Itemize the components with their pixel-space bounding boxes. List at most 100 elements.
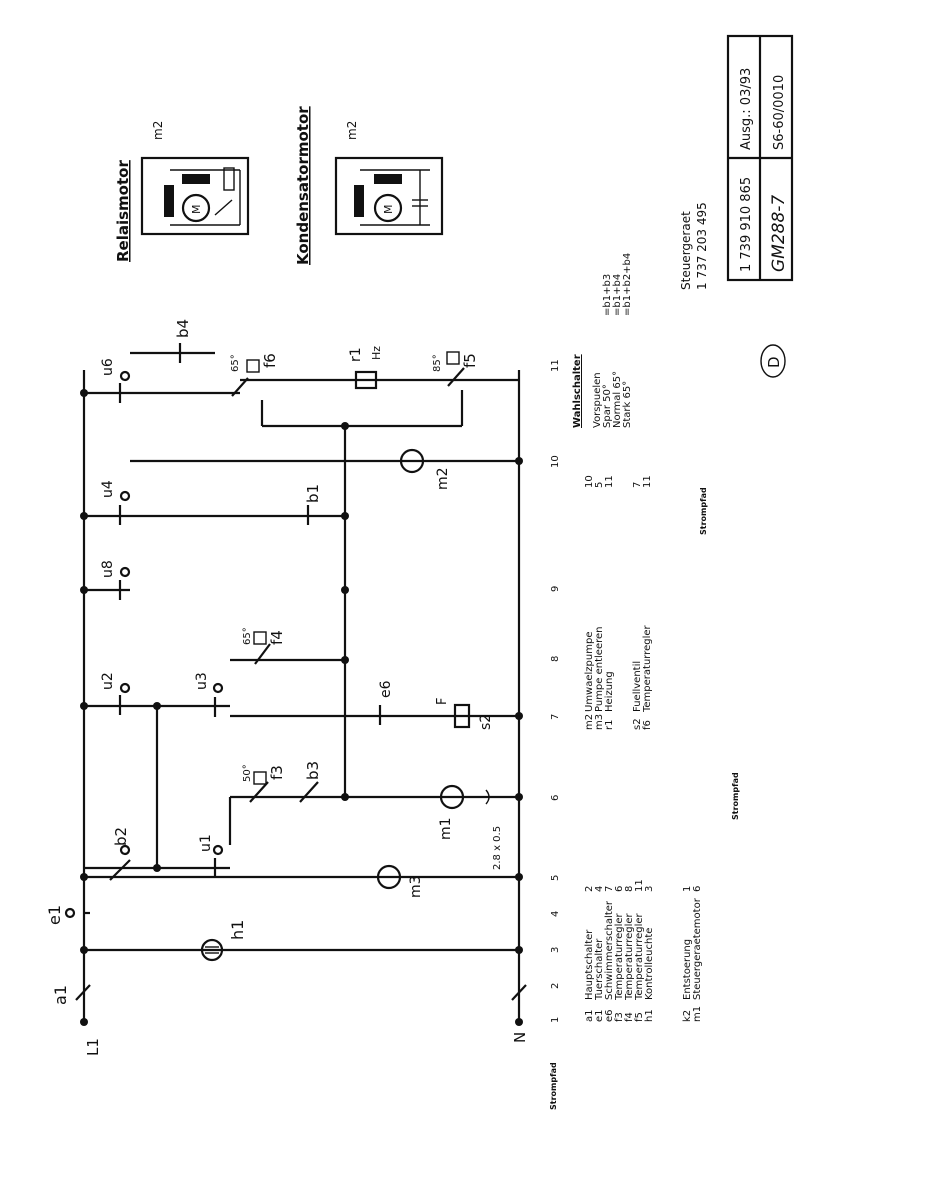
label-u3: u3 — [194, 672, 210, 690]
legend-left-code-6: h1 — [644, 1009, 655, 1022]
label-rating: 2.8 x 0.5 — [492, 826, 503, 870]
current-path-label-left: Strompfad — [731, 772, 740, 820]
s2-valve — [453, 703, 471, 729]
label-e6: e6 — [378, 680, 394, 698]
legend-left-name-0: Hauptschalter — [584, 929, 595, 1000]
condenser-motor-detail: Kondensatormotor m2 M — [294, 106, 444, 265]
m2-motor — [399, 448, 425, 474]
legend-mid-code-2: r1 — [604, 720, 615, 730]
relay-motor-title: Relaismotor — [114, 160, 132, 262]
drawing-number: 1 739 910 865 — [739, 177, 754, 272]
title-block: 1 739 910 865 Ausg.: 03/93 GM288-7 S6-60… — [726, 34, 794, 282]
label-u2: u2 — [100, 672, 116, 690]
legend-left-name-9: Steuergeraetemotor — [692, 897, 703, 1000]
legend-mid-path-0: 10 — [584, 475, 595, 488]
current-path-row: Strompfad 1 2 3 4 5 6 7 8 9 10 11 — [549, 359, 561, 1110]
path-1: 1 — [550, 1017, 561, 1023]
legend-left-name-4: Temperaturregler — [624, 912, 635, 1001]
label-m1: m1 — [438, 817, 454, 840]
legend-left-code-2: e6 — [604, 1009, 615, 1022]
label-hz: Hz — [370, 346, 383, 360]
legend-left-path-9: 6 — [692, 886, 703, 892]
legend-left-path-1: 4 — [594, 886, 605, 892]
relay-motor-detail: Relaismotor m2 M — [114, 121, 250, 262]
legend-left-path-6: 3 — [644, 886, 655, 892]
selector-combo-2: =b1+b2+b4 — [622, 253, 633, 316]
path-9: 9 — [550, 586, 561, 592]
label-u6: u6 — [100, 358, 116, 376]
circuit-wires — [82, 351, 521, 1020]
path-8: 8 — [550, 656, 561, 662]
selector-item-2: Normal 65° — [612, 371, 623, 428]
legend-left-name-2: Schwimmerschalter — [604, 900, 615, 1000]
label-m2: m2 — [435, 467, 451, 490]
legend-mid-name-5: Temperaturregler — [642, 624, 653, 713]
legend-mid-code-0: m2 — [584, 714, 595, 730]
legend-mid-name-4: Fuellventil — [632, 661, 643, 712]
label-h1: h1 — [228, 920, 247, 940]
condenser-motor-title: Kondensatormotor — [294, 106, 312, 265]
controller-number: 1 737 203 495 — [695, 202, 709, 290]
legend-mid-name-2: Heizung — [604, 671, 615, 712]
path-2: 2 — [550, 983, 561, 989]
selector-item-1: Spar 50° — [602, 384, 613, 428]
m1-motor — [439, 784, 465, 810]
label-r1: r1 — [348, 347, 364, 362]
relay-motor-symbol: M — [190, 205, 203, 215]
terminal-n: N — [511, 1032, 529, 1043]
label-f5: f5 — [461, 353, 479, 368]
selector-item-0: Vorspuelen — [592, 372, 603, 428]
issue-date: Ausg.: 03/93 — [739, 68, 754, 150]
condenser-motor-symbol: M — [382, 205, 395, 215]
legend-mid-name-0: Umwaelzpumpe — [584, 632, 595, 712]
label-85a: 85° — [432, 354, 443, 372]
label-F: F — [435, 698, 450, 705]
legend-mid-path-1: 5 — [594, 482, 605, 488]
country-letter: D — [765, 356, 783, 368]
selector-item-3: Stark 65° — [622, 381, 633, 428]
path-5: 5 — [550, 875, 561, 881]
label-m3: m3 — [408, 875, 424, 898]
path-11: 11 — [550, 359, 561, 372]
legend-left-name-6: Kontrolleuchte — [644, 928, 655, 1000]
legend-mid-code-1: m3 — [594, 714, 605, 730]
label-u1: u1 — [198, 834, 214, 852]
legend-mid-code-5: f6 — [642, 720, 653, 730]
label-e1: e1 — [45, 905, 64, 925]
legend-left-name-3: Temperaturregler — [614, 912, 625, 1001]
legend-left-code-1: e1 — [594, 1009, 605, 1022]
path-4: 4 — [550, 911, 561, 917]
current-path-label: Strompfad — [549, 1062, 558, 1110]
legend-mid-path-4: 7 — [632, 482, 643, 488]
country-mark: D — [760, 344, 786, 378]
legend-mid: m2 m3 r1 s2 f6 Umwaelzpumpe Pumpe entlee… — [584, 475, 653, 730]
m3-motor — [376, 864, 402, 890]
legend-mid-path-2: 11 — [604, 475, 615, 488]
label-b3: b3 — [304, 761, 322, 780]
selector-combo-1: =b1+b4 — [612, 274, 623, 316]
label-b2: b2 — [112, 827, 130, 846]
legend-left-path-3: 6 — [614, 886, 625, 892]
legend-left-name-1: Tuerschalter — [594, 938, 605, 1001]
label-s2: s2 — [478, 714, 494, 730]
component-labels: a1 e1 h1 b2 u1 u2 u3 u8 u4 u6 b1 b3 b4 e… — [45, 319, 503, 1005]
switch-contacts — [64, 343, 527, 1001]
legend-mid-path-5: 11 — [642, 475, 653, 488]
terminal-l1: L1 — [84, 1038, 102, 1056]
label-a1: a1 — [51, 985, 70, 1005]
legend-left-code-3: f3 — [614, 1012, 625, 1022]
thermostat-symbols — [246, 351, 460, 785]
condenser-motor-m2-label: m2 — [345, 121, 359, 140]
legend-left-name-8: Entstoerung — [682, 939, 693, 1000]
label-f6: f6 — [261, 353, 279, 368]
selector-title: Wahlschalter — [572, 354, 583, 428]
legend-left-code-9: m1 — [692, 1006, 703, 1022]
label-b4: b4 — [174, 319, 192, 338]
label-f3: f3 — [268, 765, 286, 780]
path-7: 7 — [550, 714, 561, 720]
legend-left-path-4: 8 — [624, 886, 635, 892]
legend-left-path-5: 11 — [634, 879, 645, 892]
legend-right: Wahlschalter Vorspuelen Spar 50° Normal … — [572, 253, 633, 428]
path-10: 10 — [550, 455, 561, 468]
